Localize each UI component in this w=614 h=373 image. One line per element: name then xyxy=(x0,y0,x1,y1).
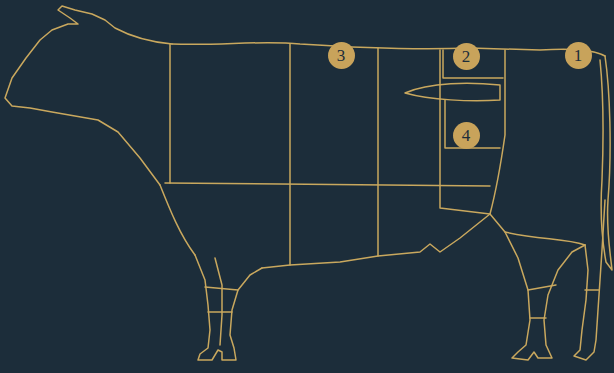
cow-tail xyxy=(600,56,612,270)
front-leg-outline xyxy=(195,255,262,360)
hind-leg-outline xyxy=(574,200,605,360)
callout-circle: 4 xyxy=(453,122,480,149)
cow-brisket-outline xyxy=(160,185,195,255)
front-shank-cut xyxy=(208,311,232,313)
cut-line xyxy=(440,50,490,214)
front-leg-inner xyxy=(215,258,222,345)
callout-number: 4 xyxy=(462,127,471,144)
cut-line xyxy=(289,44,291,265)
hind-shank-cut xyxy=(530,317,546,319)
callout-number: 1 xyxy=(574,47,583,64)
callout-circle: 1 xyxy=(565,42,592,69)
cut-line xyxy=(490,50,505,214)
cut-line xyxy=(169,44,171,183)
round-bottom-line xyxy=(505,232,585,245)
callout-circle: 3 xyxy=(328,42,355,69)
cut-line xyxy=(445,100,500,148)
cow-head-outline xyxy=(5,6,172,185)
cut-line xyxy=(377,48,379,256)
hind-shank-cut xyxy=(528,285,556,290)
callout-number: 3 xyxy=(337,47,346,64)
cut-line xyxy=(165,183,490,186)
callout-circle: 2 xyxy=(453,43,480,70)
hind-leg-outline xyxy=(490,214,585,360)
hind-shank-cut xyxy=(585,289,599,291)
front-shank-cut xyxy=(205,287,238,290)
cow-belly-outline xyxy=(262,214,490,268)
cow-back-outline xyxy=(172,43,605,56)
tenderloin-outline xyxy=(405,83,500,100)
callout-number: 2 xyxy=(462,48,471,65)
